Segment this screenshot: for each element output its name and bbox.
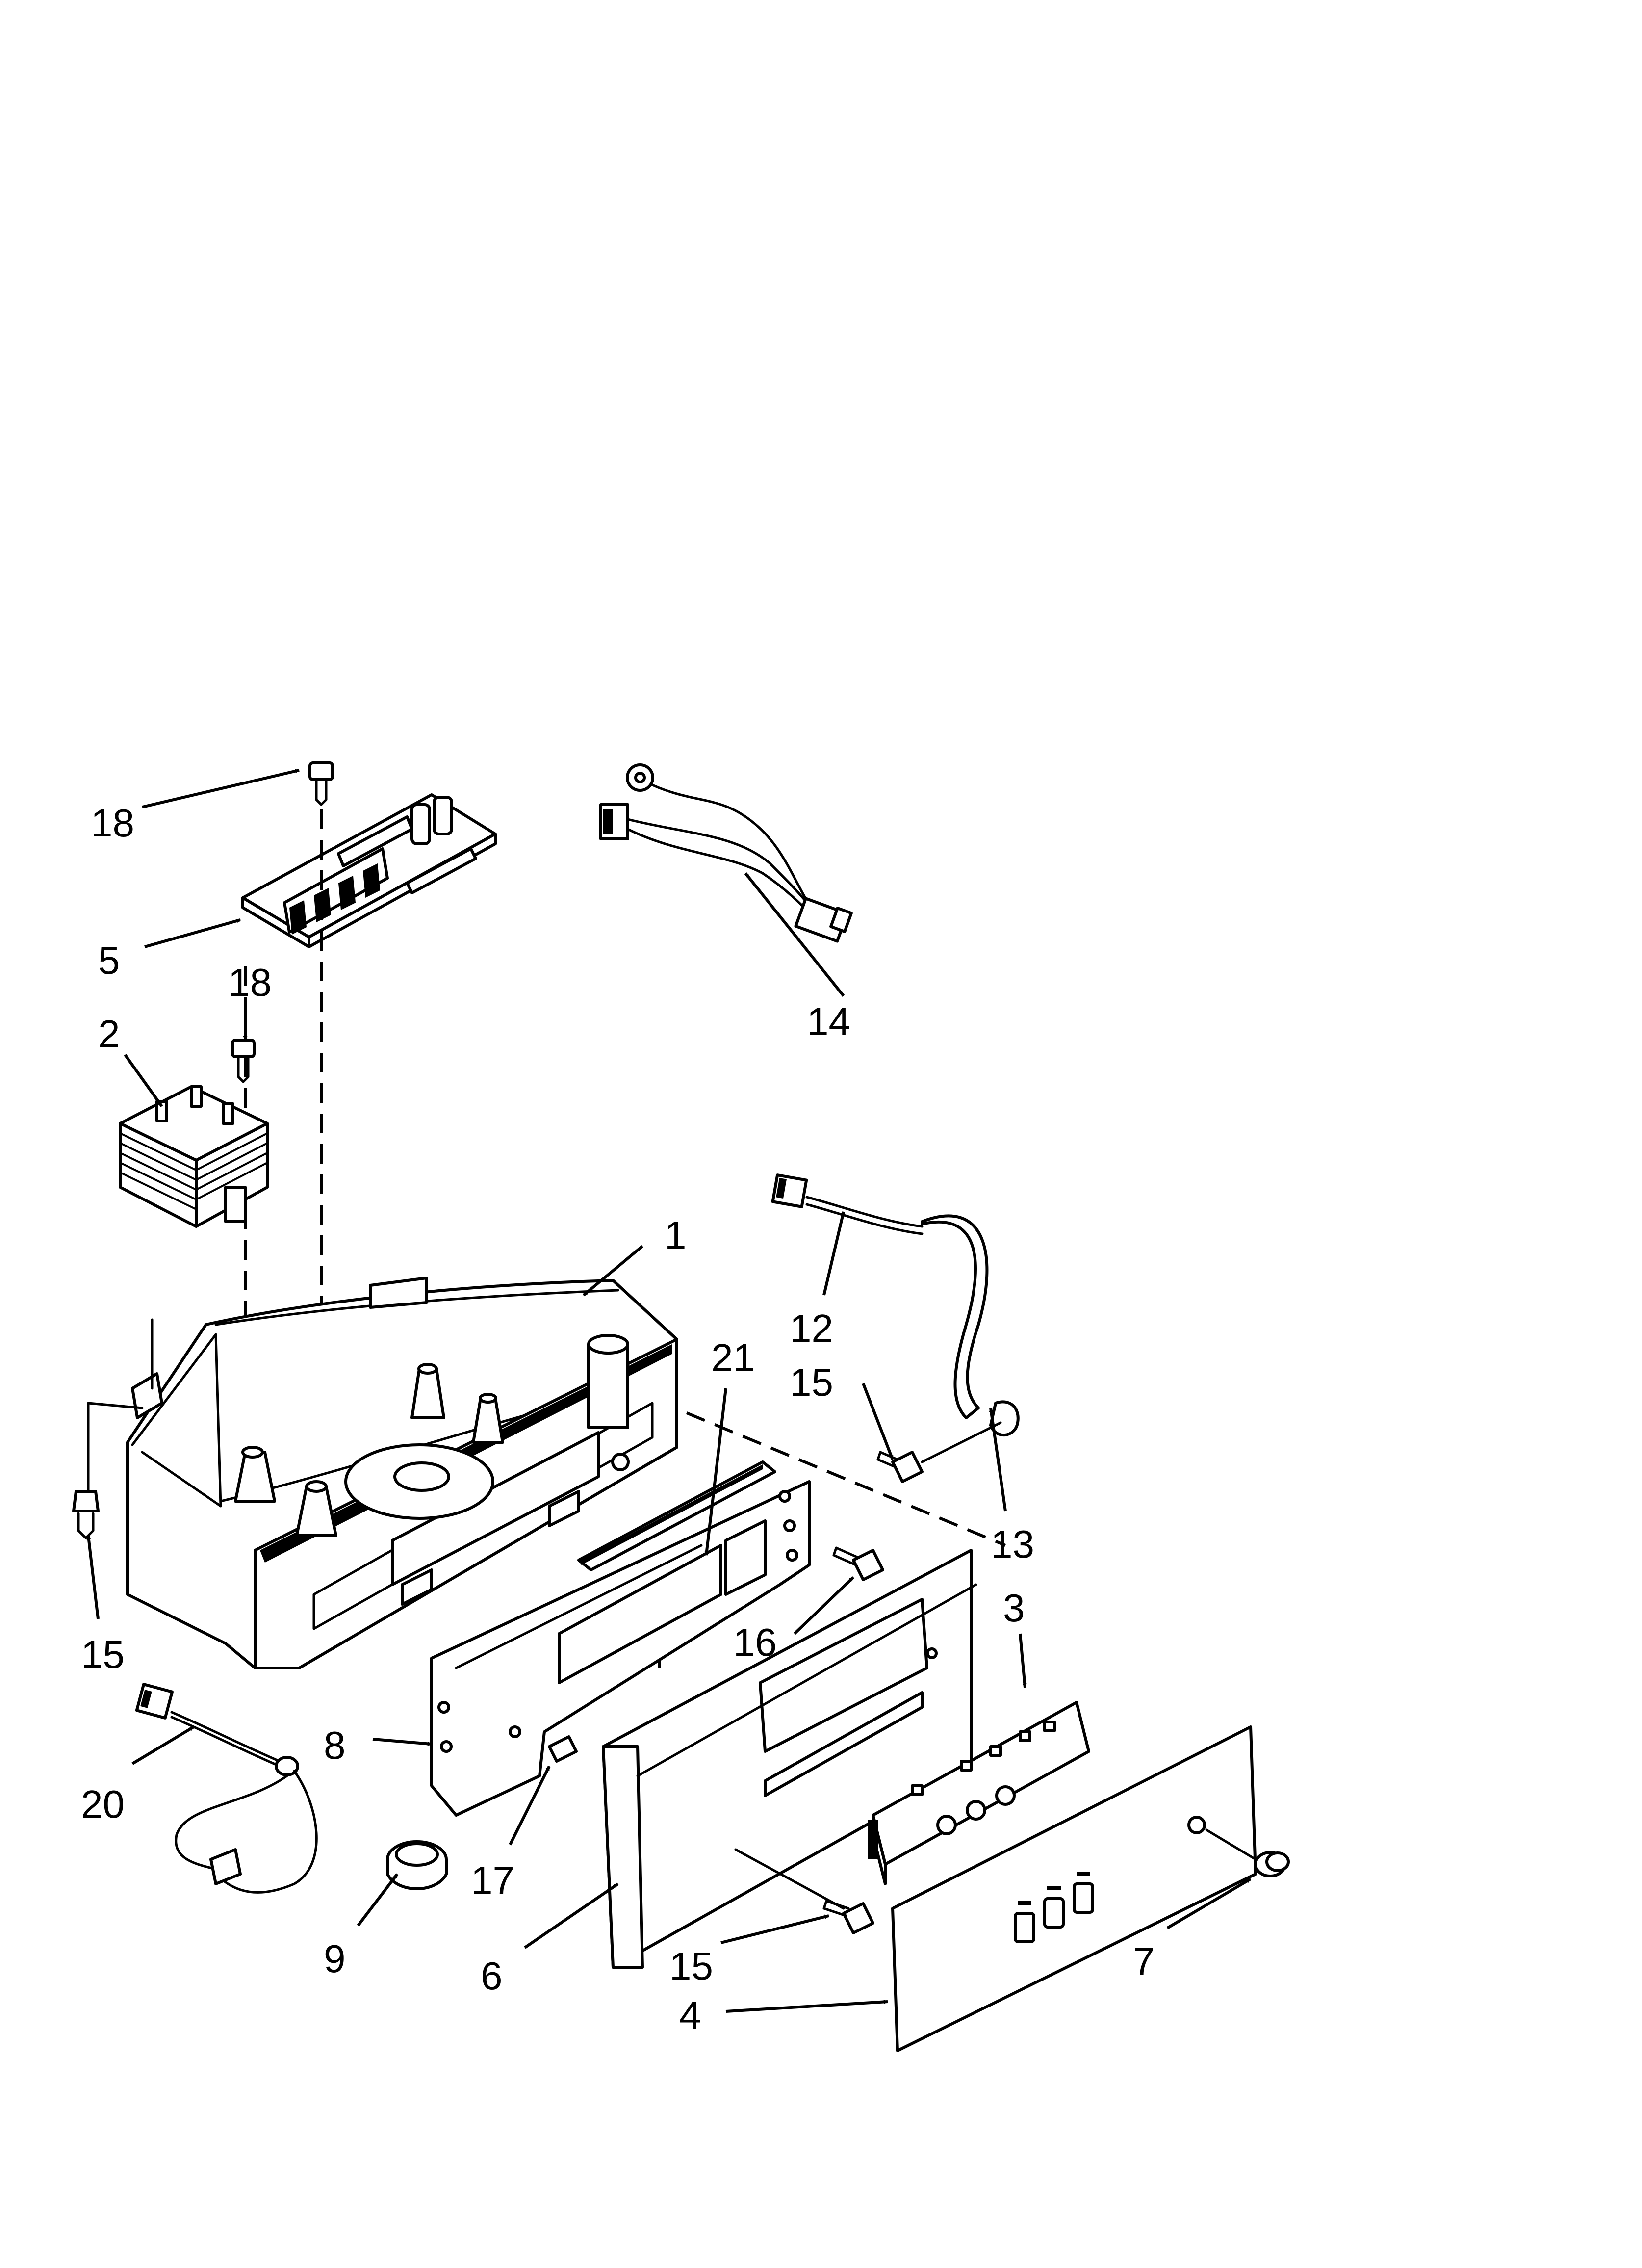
callout-21: 21 [711, 1336, 755, 1380]
callout-15-left: 15 [81, 1633, 125, 1676]
wire-harness-14 [599, 763, 853, 943]
screw-15-left [72, 1490, 100, 1539]
screw-18-top [308, 761, 334, 806]
overlay-4 [891, 1725, 1257, 2052]
callout-18-top: 18 [91, 801, 134, 845]
callout-5: 5 [98, 938, 120, 982]
clip-17 [548, 1735, 578, 1763]
screw-18-transformer [231, 1039, 256, 1083]
leader-lines [86, 769, 1252, 2013]
control-panel-3 [868, 1701, 1090, 1885]
callout-3: 3 [1003, 1586, 1025, 1630]
clamp-13 [876, 1400, 1020, 1483]
relay-block [283, 847, 389, 935]
callout-8: 8 [324, 1723, 346, 1767]
callout-7: 7 [1133, 1939, 1155, 1983]
callout-15-bottom: 15 [669, 1944, 713, 1988]
screw-16 [832, 1546, 884, 1581]
housing-1 [87, 1277, 678, 1669]
callout-20: 20 [81, 1782, 125, 1826]
alignment-line-housing [686, 1411, 1006, 1547]
callout-9: 9 [324, 1937, 346, 1981]
transformer [119, 1085, 269, 1228]
control-board [241, 793, 497, 948]
callout-13: 13 [991, 1522, 1034, 1566]
callout-12: 12 [790, 1306, 833, 1350]
callout-labels: 18 5 18 2 14 1 12 15 21 13 15 3 16 8 20 … [81, 801, 1155, 2037]
wire-12 [771, 1173, 989, 1419]
callout-16: 16 [733, 1620, 777, 1664]
trim-strip-21 [577, 1460, 776, 1571]
screw-15-bottom [822, 1900, 874, 1934]
callout-2: 2 [98, 1012, 120, 1056]
bracket-8 [430, 1480, 811, 1817]
callout-6: 6 [481, 1954, 503, 1998]
knob-7 [1205, 1828, 1290, 1877]
callout-4: 4 [679, 1993, 701, 2037]
callout-15-right: 15 [790, 1360, 833, 1404]
callout-14: 14 [807, 1000, 850, 1043]
button-9 [386, 1840, 448, 1890]
callout-1: 1 [665, 1213, 687, 1257]
callout-18-middle: 18 [228, 961, 272, 1004]
guide-line-screw [734, 1848, 845, 1910]
sensor-harness-20 [135, 1683, 318, 1894]
callout-17: 17 [471, 1858, 514, 1902]
